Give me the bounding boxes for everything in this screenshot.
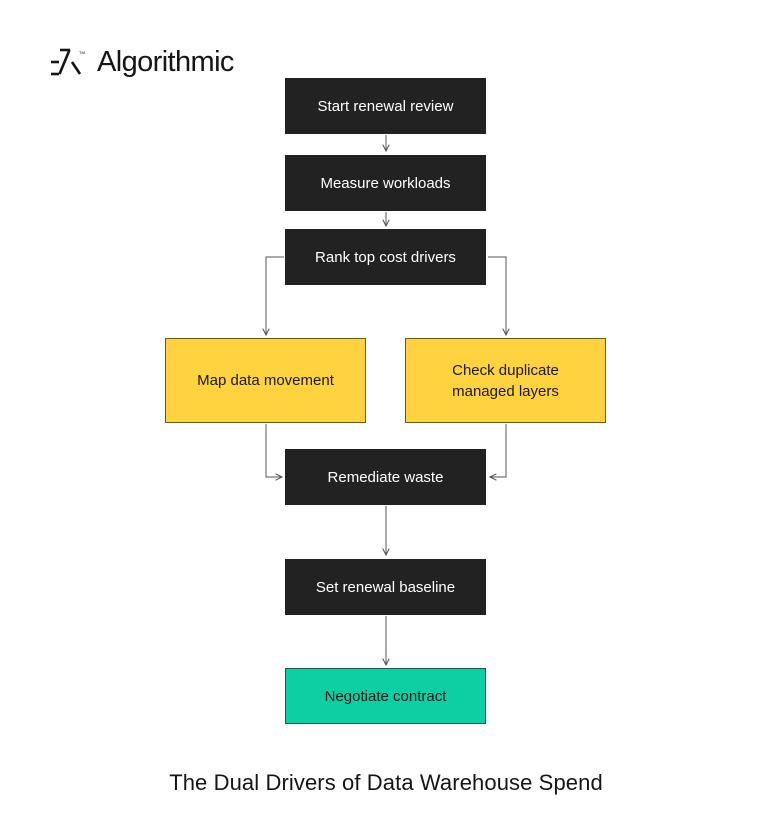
node-rank-top-cost-drivers: Rank top cost drivers <box>285 229 486 285</box>
node-check-duplicate-managed-layers: Check duplicate managed layers <box>405 338 606 423</box>
diagram-caption: The Dual Drivers of Data Warehouse Spend <box>169 770 603 795</box>
node-negotiate-contract: Negotiate contract <box>285 668 486 724</box>
connector-rank-to-check <box>488 256 506 335</box>
connector-check-to-remediate <box>490 424 507 477</box>
connector-map-to-remediate <box>265 424 282 477</box>
brand-name: Algorithmic <box>97 45 234 78</box>
node-set-renewal-baseline: Set renewal baseline <box>285 559 486 615</box>
node-measure-workloads: Measure workloads <box>285 155 486 211</box>
algorithmic-logo-mark-icon: TM <box>51 48 85 76</box>
brand-logo: TM Algorithmic <box>50 46 234 78</box>
node-map-data-movement: Map data movement <box>165 338 366 423</box>
node-start-renewal-review: Start renewal review <box>285 78 486 134</box>
node-remediate-waste: Remediate waste <box>285 449 486 505</box>
connector-rank-to-map <box>266 256 284 335</box>
svg-text:TM: TM <box>79 50 85 55</box>
